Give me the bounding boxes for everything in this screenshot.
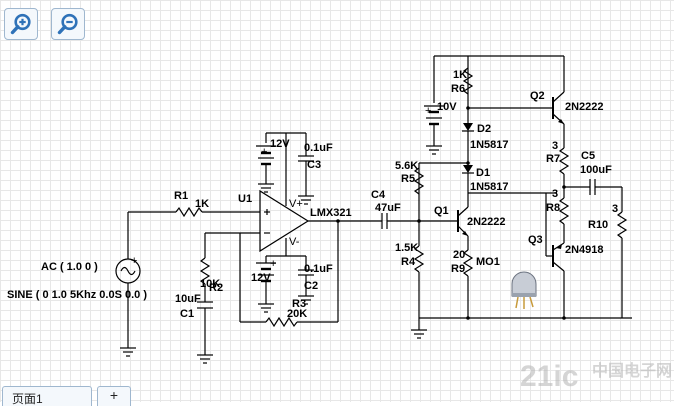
c3-ref: C3 (307, 159, 321, 171)
resistor-r5[interactable] (413, 167, 425, 195)
r1-value: 1K (195, 198, 209, 210)
q3-part: 2N4918 (565, 244, 604, 256)
ac-source[interactable]: + (115, 212, 141, 348)
transistor-q3[interactable] (552, 242, 565, 272)
zoom-in-button[interactable] (4, 8, 38, 40)
vminus-pin: V- (289, 236, 300, 248)
r1-ref: R1 (174, 190, 188, 202)
svg-text:+: + (131, 255, 137, 267)
r3-value: 20K (287, 308, 307, 320)
q2-part: 2N2222 (565, 101, 604, 113)
source-amplitude-label: AC ( 1.0 0 ) (41, 261, 98, 273)
d2-ref: D2 (477, 123, 491, 135)
c2-value: 0.1uF (304, 263, 333, 275)
c5-value: 100uF (580, 164, 612, 176)
r4-value: 1.5K (395, 242, 418, 254)
v1-plus: + (261, 146, 267, 158)
resistor-r10[interactable] (616, 211, 628, 239)
r4-ref: R4 (401, 256, 416, 268)
v3-plus: + (425, 105, 431, 117)
capacitor-c4[interactable] (381, 213, 388, 229)
v1-value: 12V (270, 138, 290, 150)
v3-value: 10V (437, 101, 457, 113)
u1-part: LMX321 (310, 207, 352, 219)
d2-part: 1N5817 (470, 139, 509, 151)
r2-ref: R2 (209, 282, 223, 294)
r7-ref: R7 (546, 153, 560, 165)
r8-value: 3 (552, 188, 558, 200)
c1-ref: C1 (180, 308, 194, 320)
q1-part: 2N2222 (467, 216, 506, 228)
resistor-r8[interactable] (558, 197, 570, 225)
diode-d1[interactable] (462, 165, 474, 174)
ground-output-stage (411, 329, 427, 339)
r10-ref: R10 (588, 219, 608, 231)
zoom-out-icon (57, 13, 78, 35)
c5-ref: C5 (581, 150, 595, 162)
c1-value: 10uF (175, 293, 201, 305)
ground-v1 (258, 183, 274, 193)
ground-c3 (298, 195, 314, 205)
c4-ref: C4 (371, 189, 386, 201)
resistor-r1[interactable] (175, 206, 203, 218)
c3-value: 0.1uF (304, 142, 333, 154)
transistor-q2[interactable] (552, 91, 565, 125)
resistor-r2[interactable] (199, 257, 211, 285)
u1-ref: U1 (238, 193, 252, 205)
ground-v3 (426, 145, 442, 155)
diode-d2[interactable] (462, 123, 474, 132)
c4-value: 47uF (375, 202, 401, 214)
v2-plus: + (270, 258, 276, 270)
mo1-ref: MO1 (476, 256, 500, 268)
r3-ref: R3 (292, 298, 306, 310)
add-page-tab-button[interactable]: + (97, 386, 131, 406)
zoom-in-icon (10, 13, 31, 35)
vplus-pin: V+ (289, 198, 303, 210)
transistor-q1[interactable] (457, 206, 469, 237)
resistor-r4[interactable] (413, 245, 425, 273)
source-sine-label: SINE ( 0 1.0 5Khz 0.0S 0.0 ) (7, 289, 147, 301)
r8-ref: R8 (546, 202, 560, 214)
resistor-r7[interactable] (558, 147, 570, 175)
ground-ac-source (120, 347, 136, 357)
r9-value: 20 (453, 249, 465, 261)
ground-v2 (258, 303, 274, 313)
ground-c1 (197, 354, 213, 364)
r6-value: 1K (453, 69, 467, 81)
resistor-r3[interactable] (265, 316, 298, 328)
opamp-u1[interactable] (259, 189, 310, 253)
r5-ref: R5 (401, 173, 415, 185)
r7-value: 3 (552, 140, 558, 152)
transistor-package-mo1[interactable] (511, 271, 537, 309)
zoom-out-button[interactable] (51, 8, 85, 40)
d1-part: 1N5817 (470, 181, 509, 193)
watermark-subtitle: 中国电子网 (592, 361, 672, 380)
tab-page-1[interactable]: 页面1 (2, 386, 92, 406)
r10-value: 3 (612, 203, 618, 215)
q3-ref: Q3 (528, 234, 543, 246)
q1-ref: Q1 (434, 205, 449, 217)
v2-value: 12V (251, 272, 271, 284)
q2-ref: Q2 (530, 90, 545, 102)
r5-value: 5.6K (395, 160, 418, 172)
d1-ref: D1 (476, 167, 490, 179)
c2-ref: C2 (304, 280, 318, 292)
r9-ref: R9 (451, 263, 465, 275)
r2-value: 10K (200, 278, 220, 290)
ground-c2 (298, 295, 314, 305)
watermark-logo: 21ic (520, 360, 578, 393)
battery-v1[interactable] (256, 145, 276, 166)
r6-ref: R6 (451, 83, 465, 95)
resistor-r9[interactable] (462, 249, 474, 277)
capacitor-c5[interactable] (589, 179, 596, 195)
resistor-r6[interactable] (462, 67, 474, 95)
